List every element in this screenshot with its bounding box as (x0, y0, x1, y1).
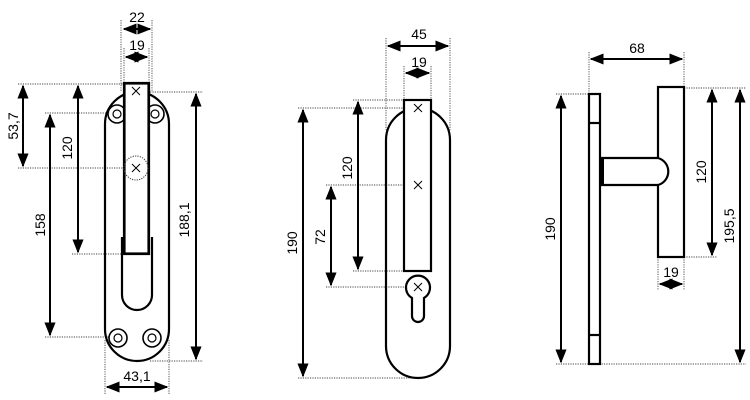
extension-lines (298, 38, 451, 379)
handle-stem (600, 156, 670, 187)
slot (120, 237, 154, 312)
dim-188-1: 188,1 (176, 202, 192, 237)
dim-19: 19 (663, 264, 679, 280)
dim-68: 68 (629, 40, 645, 56)
dim-72: 72 (312, 229, 328, 245)
dim-45: 45 (411, 26, 427, 42)
dim-19: 19 (411, 54, 427, 70)
center-mark-icon (413, 103, 423, 292)
front-view-drawing: 22 19 53,7 120 158 188,1 43,1 (5, 9, 203, 395)
dim-120: 120 (339, 156, 355, 180)
dim-190: 190 (542, 217, 558, 241)
dim-53-7: 53,7 (5, 112, 21, 139)
extension-lines (18, 20, 203, 395)
dim-158: 158 (32, 213, 48, 237)
side-view-drawing: 68 190 120 195,5 19 (542, 40, 746, 366)
dim-195-5: 195,5 (721, 208, 737, 243)
dim-120: 120 (59, 136, 75, 160)
keyhole (404, 274, 432, 324)
dim-190: 190 (284, 231, 300, 255)
extension-lines (556, 52, 746, 365)
dim-120: 120 (693, 160, 709, 184)
pivot-circle (123, 155, 149, 181)
front-view-lock-drawing: 45 19 190 120 72 (284, 26, 452, 380)
dim-19: 19 (129, 37, 145, 53)
backplate-side (587, 92, 602, 366)
center-mark-icon (131, 86, 141, 173)
dim-43-1: 43,1 (123, 368, 150, 384)
dim-22: 22 (129, 9, 145, 25)
